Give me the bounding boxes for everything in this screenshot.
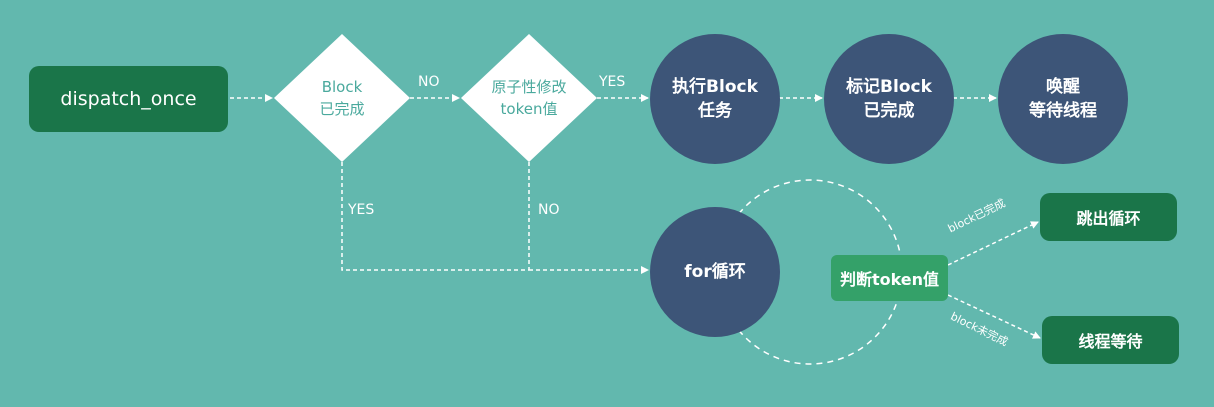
node-exec: 执行Block 任务 xyxy=(650,34,780,164)
node-dispatch-once-label: dispatch_once xyxy=(60,88,197,110)
node-wake-line1: 唤醒 xyxy=(1046,77,1080,97)
edge-label-yes-top: YES xyxy=(599,74,626,90)
node-dispatch-once: dispatch_once xyxy=(29,66,228,132)
path-yes-to-loop xyxy=(341,162,529,271)
node-block-done-line1: Block xyxy=(321,78,363,96)
arrow-check-to-wait xyxy=(947,294,1041,339)
node-mark-line2: 已完成 xyxy=(863,101,915,121)
node-exit-loop-label: 跳出循环 xyxy=(1076,209,1141,228)
node-mark: 标记Block 已完成 xyxy=(824,34,954,164)
node-thread-wait-label: 线程等待 xyxy=(1078,332,1143,351)
node-wake-line2: 等待线程 xyxy=(1029,101,1097,121)
node-atomic-line1: 原子性修改 xyxy=(491,78,567,96)
node-check-token: 判断token值 xyxy=(831,255,948,301)
node-mark-line1: 标记Block xyxy=(846,77,932,97)
node-exec-line2: 任务 xyxy=(698,101,732,121)
node-block-done-line2: 已完成 xyxy=(319,100,365,118)
edge-label-no-down: NO xyxy=(538,202,560,218)
node-for-loop-label: for循环 xyxy=(684,262,746,282)
node-wake: 唤醒 等待线程 xyxy=(998,34,1128,164)
node-atomic: 原子性修改 token值 xyxy=(471,74,587,122)
node-for-loop: for循环 xyxy=(650,207,780,337)
diamond-block-done xyxy=(274,34,410,162)
edge-label-yes-down: YES xyxy=(348,202,375,218)
node-exec-line1: 执行Block xyxy=(672,77,758,97)
node-atomic-line2: token值 xyxy=(500,100,558,118)
node-thread-wait: 线程等待 xyxy=(1042,316,1179,364)
node-exit-loop: 跳出循环 xyxy=(1040,193,1177,241)
node-block-done: Block 已完成 xyxy=(284,74,400,122)
node-check-token-label: 判断token值 xyxy=(839,270,940,289)
diamond-atomic xyxy=(461,34,597,162)
arrow-check-to-exit xyxy=(947,221,1039,266)
edge-label-no-top: NO xyxy=(418,74,440,90)
